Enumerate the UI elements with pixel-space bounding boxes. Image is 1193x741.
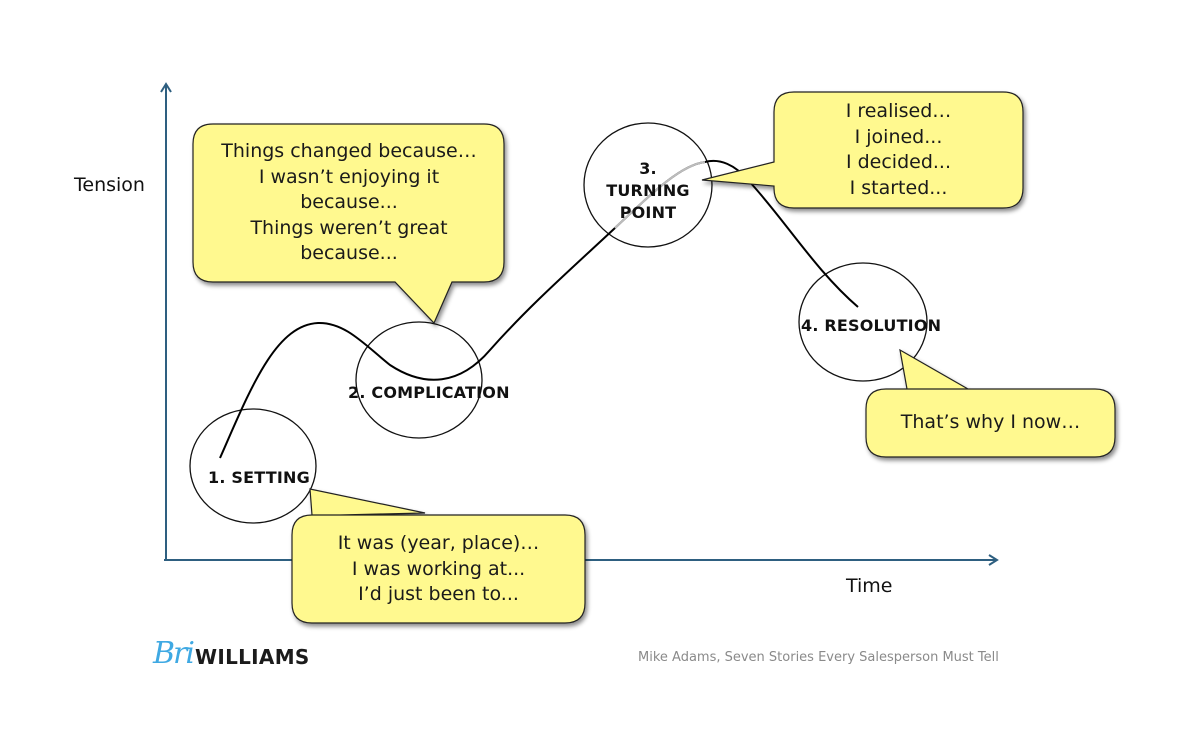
callout-line: Things weren’t great	[250, 216, 448, 239]
callout-resolution-text: That’s why I now…	[868, 410, 1113, 436]
callout-complication-shape	[192, 123, 505, 325]
stage-circle-turning-point	[583, 122, 713, 248]
stage-label-resolution: 4. RESOLUTION	[801, 316, 941, 335]
stage-circle-resolution	[798, 262, 928, 382]
callout-line: I’d just been to...	[358, 583, 519, 605]
callout-line: Things changed because…	[221, 140, 477, 162]
callout-line: That’s why I now…	[900, 411, 1081, 433]
logo-wordmark: WILLIAMS	[194, 645, 310, 669]
stage-label-line: 1. SETTING	[208, 468, 310, 487]
stage-label-setting: 1. SETTING	[208, 468, 310, 487]
stage-circle-setting	[189, 408, 317, 524]
source-citation: Mike Adams, Seven Stories Every Salesper…	[638, 650, 999, 665]
callout-line: It was (year, place)…	[337, 532, 540, 554]
callout-line: I realised…	[845, 100, 952, 122]
tension-curve-faded	[614, 161, 706, 229]
callout-line: I wasn’t enjoying it	[258, 165, 440, 188]
stage-label-line: POINT	[619, 203, 677, 222]
stage-label-complication: 2. COMPLICATION	[348, 383, 510, 402]
callout-line: I decided...	[845, 151, 952, 173]
logo-script: Bri	[153, 636, 195, 671]
callout-line: I was working at...	[351, 557, 526, 580]
callout-setting-text: It was (year, place)… I was working at..…	[294, 531, 583, 608]
callout-line: because...	[300, 242, 398, 264]
callout-turning-point-text: I realised… I joined... I decided... I s…	[776, 99, 1021, 201]
brand-logo: Bri WILLIAMS	[153, 633, 310, 671]
callout-resolution-shape	[865, 348, 1116, 458]
stage-label-line: 4. RESOLUTION	[801, 316, 942, 335]
callout-setting-shape	[291, 488, 586, 624]
callout-line: I joined...	[854, 125, 943, 148]
stage-label-line: 3.	[639, 159, 657, 178]
stage-circle-complication	[355, 321, 483, 439]
stage-label-line: TURNING	[606, 181, 690, 200]
callout-line: I started...	[849, 176, 948, 199]
callout-complication-text: Things changed because… I wasn’t enjoyin…	[196, 139, 502, 267]
y-axis-label: Tension	[74, 174, 145, 196]
callout-turning-point-shape	[701, 91, 1024, 209]
stage-label-line: 2. COMPLICATION	[348, 383, 510, 402]
stage-label-turning-point: 3. TURNING POINT	[598, 158, 698, 224]
callout-line: because...	[300, 191, 398, 213]
x-axis-label: Time	[846, 575, 893, 597]
